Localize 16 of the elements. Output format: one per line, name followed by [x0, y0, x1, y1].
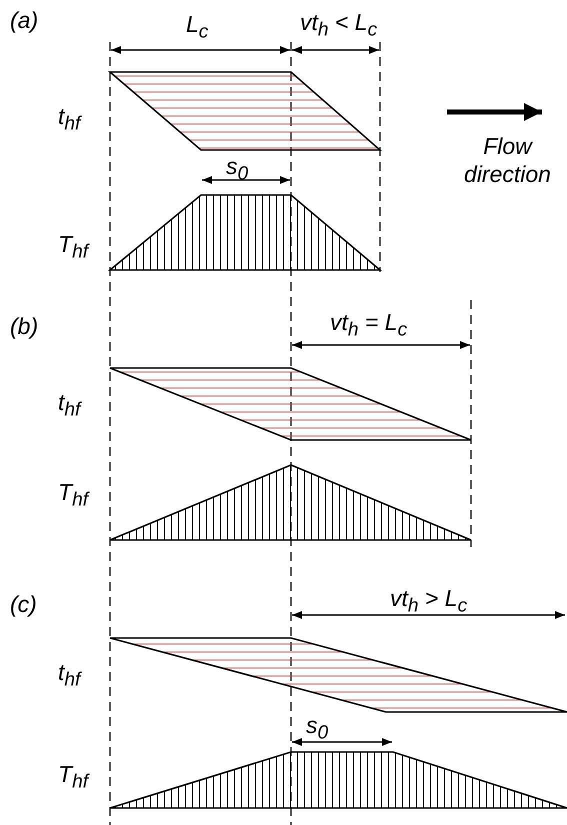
panel-label: (b) [10, 314, 38, 339]
axis-label: T$_{hf}$ [58, 762, 88, 795]
dimension-label: vt$_{h}$ = L$_{c}$ [330, 310, 408, 343]
panel-label: (c) [10, 592, 37, 617]
dimension-label: L$_{c}$ [186, 12, 208, 45]
axis-label: T$_{hf}$ [58, 232, 88, 265]
dimension-label: vt$_{h}$ < L$_{c}$ [300, 10, 378, 43]
axis-label: t$_{hf}$ [58, 390, 80, 423]
axis-label: t$_{hf}$ [58, 660, 80, 693]
dimension-label: vt$_{h}$ > L$_{c}$ [390, 586, 468, 619]
flow-direction-label: Flow direction [463, 132, 552, 188]
dimension-label: s$_{0}$ [306, 713, 328, 746]
axis-label: T$_{hf}$ [58, 480, 88, 513]
panel-label: (a) [10, 8, 38, 33]
axis-label: t$_{hf}$ [58, 104, 80, 137]
dimension-label: s$_{0}$ [226, 154, 248, 187]
